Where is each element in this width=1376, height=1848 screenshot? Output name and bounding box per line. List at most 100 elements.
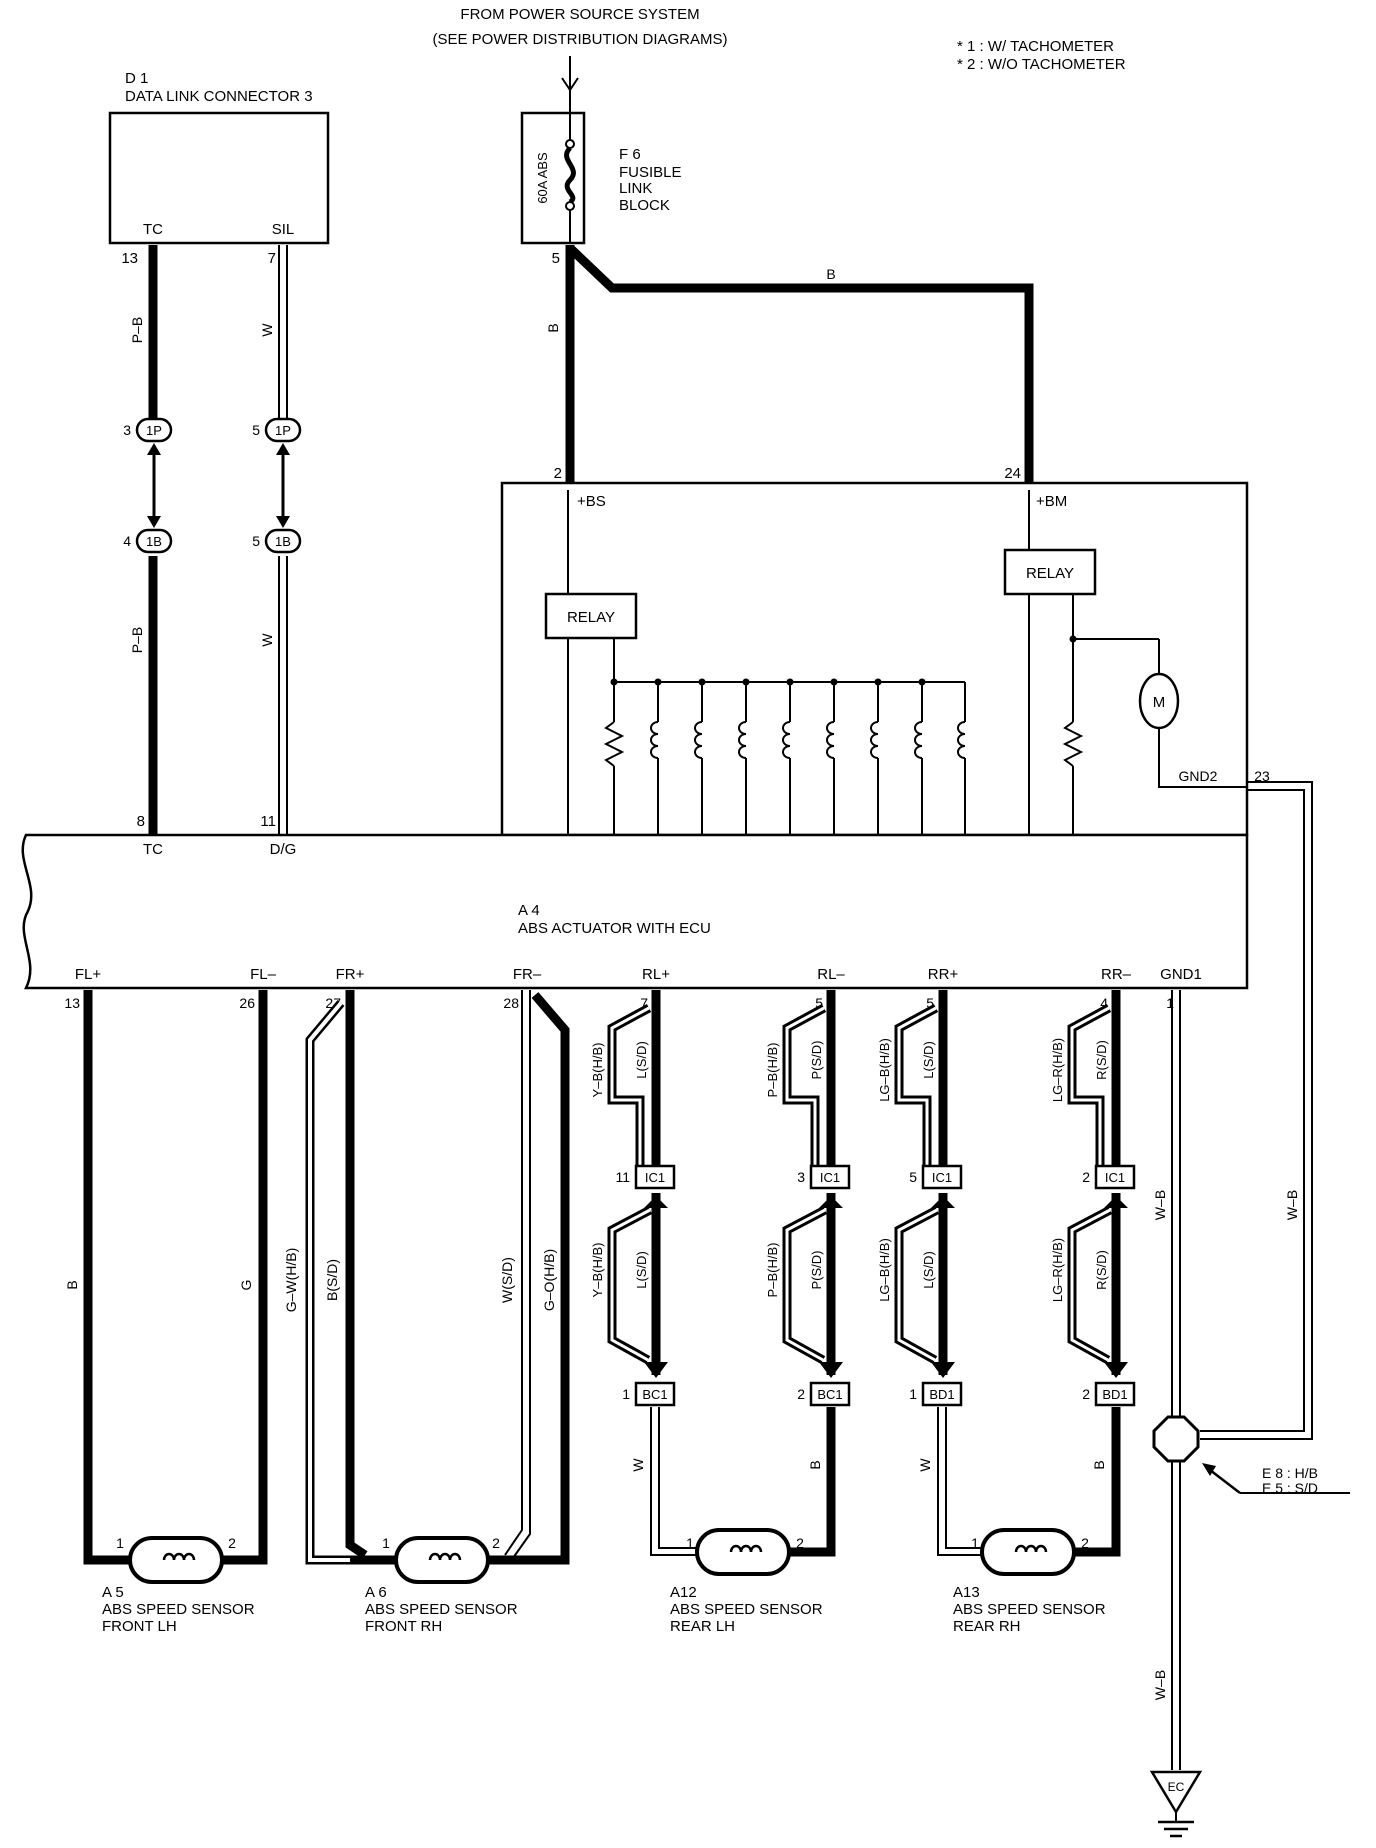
ecu-gnd2: GND2 [1179,768,1218,784]
ecu-upper-section [500,481,1249,837]
ic-pin-rlm: 3 [797,1169,805,1185]
splice-point-icon [1152,1415,1200,1463]
junction-1p-a-pin: 3 [123,422,131,438]
svg-text:BD1: BD1 [929,1387,954,1402]
svg-text:ABS SPEED SENSOR: ABS SPEED SENSOR [953,1601,1106,1618]
svg-text:P(S/D): P(S/D) [809,1251,824,1290]
wire-label-gnd1: W–B [1152,1190,1168,1220]
ecu-main-body [21,833,1249,990]
ic-pin-rl: 11 [615,1169,630,1185]
wire-label-rear-lh-w: W [630,1458,646,1472]
svg-text:1B: 1B [146,534,162,549]
power-source-line1: FROM POWER SOURCE SYSTEM [460,6,699,23]
relay-right [1003,548,1097,596]
fusible-link-rating: 60A ABS [535,152,550,204]
wire-fl-plus [83,990,138,1565]
svg-text:1P: 1P [275,423,291,438]
junction-arrow-a-icon [147,443,161,528]
wire-label-w-top: W [259,323,275,337]
power-source-arrow-icon [561,56,579,112]
svg-text:RL–: RL– [817,966,845,983]
svg-text:REAR RH: REAR RH [953,1618,1021,1635]
svg-text:L(S/D): L(S/D) [921,1041,936,1079]
bc-pin-rl: 1 [622,1386,630,1402]
bc-pin-rlm: 2 [797,1386,805,1402]
wire-fl-minus [218,990,268,1565]
junction-1p-b: 1P [264,417,302,443]
svg-text:RR–: RR– [1101,966,1132,983]
wire-gnd1 [1171,990,1181,1417]
svg-text:2: 2 [796,1535,804,1551]
dlc-name: DATA LINK CONNECTOR 3 [125,88,313,105]
ecu-pin-bm: +BM [1036,493,1067,510]
wire-rear-lh-b [778,1407,836,1557]
svg-text:BC1: BC1 [817,1387,842,1402]
svg-text:1: 1 [971,1535,979,1551]
ic-pin-rrm: 2 [1082,1169,1090,1185]
wire-fr-plus-hb [305,1000,350,1565]
wire-label-fr-plus-sd: B(S/D) [324,1259,340,1301]
svg-text:4: 4 [1100,995,1108,1011]
svg-text:28: 28 [503,995,519,1011]
svg-text:5: 5 [815,995,823,1011]
svg-text:Y–B(H/B): Y–B(H/B) [590,1243,605,1298]
svg-text:A12: A12 [670,1584,697,1601]
relay-left-label: RELAY [567,609,615,626]
wire-fr-minus-sd [504,990,531,1559]
rear-group-rr-plus [894,990,955,1378]
wire-label-gnd2: W–B [1284,1190,1300,1220]
wire-b-to-bm [566,244,1034,485]
svg-text:1: 1 [1166,995,1174,1011]
junction-1b-b-pin: 5 [252,533,260,549]
ecu-pin-bs: +BS [577,493,606,510]
svg-text:RR+: RR+ [928,966,959,983]
junction-1b-a-pin: 4 [123,533,131,549]
svg-text:P–B(H/B): P–B(H/B) [765,1243,780,1298]
svg-text:ABS SPEED SENSOR: ABS SPEED SENSOR [102,1601,255,1618]
ecu-dg-num: 11 [260,813,276,830]
ecu-pin-bs-num: 2 [554,465,562,482]
svg-text:1B: 1B [275,534,291,549]
fusible-link-pin-out: 5 [552,250,560,267]
sensor-rear-lh-label: A12 ABS SPEED SENSOR REAR LH [670,1584,823,1635]
svg-text:Y–B(H/B): Y–B(H/B) [590,1043,605,1098]
relay-left [544,592,638,640]
svg-text:A13: A13 [953,1584,980,1601]
ic-pin-rr: 5 [909,1169,917,1185]
svg-text:ABS SPEED SENSOR: ABS SPEED SENSOR [365,1601,518,1618]
motor-icon: M [1138,672,1180,730]
dlc-pin-sil: SIL [272,221,295,238]
wire-w-lower [278,556,288,835]
wire-rear-lh-w [650,1407,700,1556]
fusible-link-line2: LINK [619,180,652,197]
svg-text:IC1: IC1 [645,1170,665,1185]
svg-text:GND1: GND1 [1160,966,1202,983]
svg-text:LG–B(H/B): LG–B(H/B) [877,1038,892,1102]
ecu-dg: D/G [270,841,297,858]
ecu-bottom-pins: FL+ 13 FL– 26 FR+ 27 FR– 28 RL+ 7 RL– 5 … [64,966,1201,1011]
wire-label-rear-lh-b: B [807,1460,823,1469]
sensor-rear-lh-icon [695,1528,791,1576]
svg-text:FR+: FR+ [336,966,365,983]
connector-bc1-rl: BC1 [634,1381,676,1407]
wire-label-pb-top: P–B [129,317,145,343]
wire-w-upper [278,245,288,418]
splice-pointer-icon [1202,1463,1350,1494]
svg-text:2: 2 [492,1535,500,1551]
svg-text:1P: 1P [146,423,162,438]
svg-text:IC1: IC1 [1105,1170,1125,1185]
svg-text:A 6: A 6 [365,1584,387,1601]
rear-group-rl-minus [782,990,843,1378]
sensor-rear-rh-icon [980,1528,1076,1576]
note-2: * 2 : W/O TACHOMETER [957,56,1126,73]
wire-rear-rh-b [1063,1407,1121,1557]
rear-group-rl-plus [607,990,668,1378]
wire-rear-rh-w [937,1407,985,1556]
connector-bd1-rr: BD1 [921,1381,963,1407]
svg-text:BD1: BD1 [1102,1387,1127,1402]
svg-text:L(S/D): L(S/D) [634,1251,649,1289]
ground-label: EC [1168,1780,1185,1794]
wire-ground-lower [1171,1462,1181,1770]
svg-text:L(S/D): L(S/D) [634,1041,649,1079]
wire-label-fl-plus: B [64,1280,80,1289]
